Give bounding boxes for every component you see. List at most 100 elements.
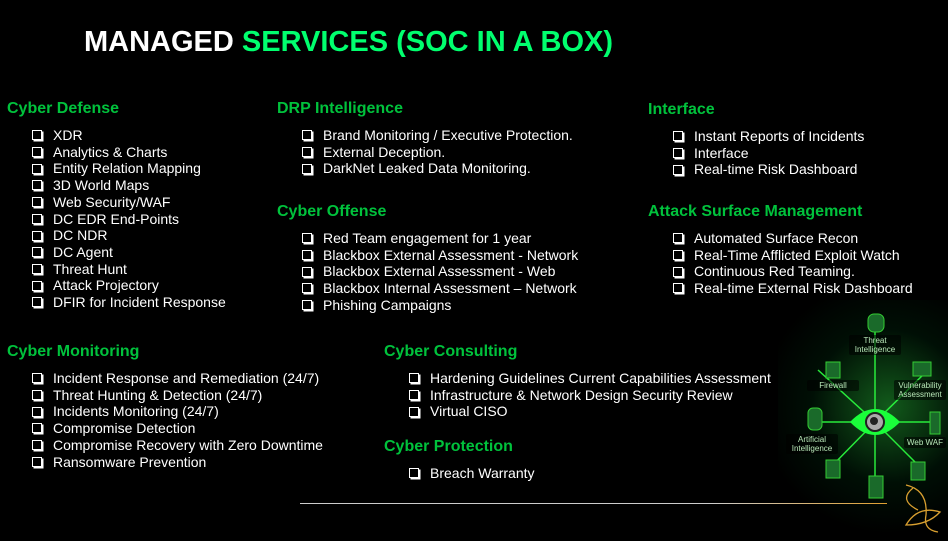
item-label: External Deception. [323,143,446,160]
checkbox-icon [302,163,312,174]
list-item: Instant Reports of Incidents [648,128,864,145]
item-label: Entity Relation Mapping [53,160,201,177]
item-label: Attack Projectory [53,277,159,294]
list-item: Threat Hunting & Detection (24/7) [7,387,323,404]
title-white: MANAGED [84,26,234,58]
item-label: Hardening Guidelines Current Capabilitie… [430,370,771,386]
item-label: Interface [694,144,749,161]
list-item: Incidents Monitoring (24/7) [7,403,323,420]
section-heading: Cyber Defense [7,100,120,117]
item-label: Ransomware Prevention [53,453,207,470]
section-heading: Cyber Monitoring [7,343,140,360]
section-heading: Attack Surface Management [648,203,863,220]
list-item: XDR [7,127,226,144]
item-label: DC NDR [53,227,108,244]
checkbox-icon [32,373,42,384]
logo-icon [904,484,942,533]
item-label: Incidents Monitoring (24/7) [53,403,219,420]
list-item: Hardening Guidelines Current Capabilitie… [384,370,771,387]
list-item: External Deception. [277,144,573,161]
list-item: DFIR for Incident Response [7,294,226,311]
item-label: Infrastructure & Network Design Security… [430,386,733,403]
item-label: Blackbox External Assessment - Network [323,246,579,263]
list-item: Virtual CISO [384,403,771,420]
checkbox-icon [32,390,42,401]
item-label: Web Security/WAF [53,193,171,210]
item-list: Incident Response and Remediation (24/7)… [7,370,323,470]
item-label: XDR [53,127,83,143]
graphic-label: Artificial Intelligence [786,434,838,454]
list-item: Real-Time Afflicted Exploit Watch [648,247,913,264]
list-item: Attack Projectory [7,277,226,294]
list-item: Blackbox External Assessment - Network [277,247,578,264]
list-item: Brand Monitoring / Executive Protection. [277,127,573,144]
checkbox-icon [673,283,683,294]
item-label: Instant Reports of Incidents [694,128,865,144]
item-list: Breach Warranty [384,465,535,482]
list-item: Web Security/WAF [7,194,226,211]
list-item: Blackbox Internal Assessment – Network [277,280,578,297]
item-label: Blackbox External Assessment - Web [323,263,556,280]
list-item: Compromise Detection [7,420,323,437]
item-label: Automated Surface Recon [694,230,859,246]
checkbox-icon [673,250,683,261]
list-item: Phishing Campaigns [277,297,578,314]
checkbox-icon [32,213,42,224]
list-item: 3D World Maps [7,177,226,194]
soc-eye-graphic: Firewall Threat Intelligence Vulnerabili… [778,300,948,536]
list-item: Red Team engagement for 1 year [277,230,578,247]
list-item: Blackbox External Assessment - Web [277,263,578,280]
item-label: Threat Hunting & Detection (24/7) [53,386,263,403]
item-label: Breach Warranty [430,465,535,481]
checkbox-icon [32,147,42,158]
list-item: DC EDR End-Points [7,211,226,228]
list-item: Analytics & Charts [7,144,226,161]
checkbox-icon [32,247,42,258]
checkbox-icon [673,164,683,175]
item-label: Threat Hunt [53,260,127,277]
checkbox-icon [32,130,42,141]
item-label: Real-time External Risk Dashboard [694,280,913,297]
checkbox-icon [302,266,312,277]
checkbox-icon [32,440,42,451]
item-label: Brand Monitoring / Executive Protection. [323,127,573,143]
item-list: Brand Monitoring / Executive Protection.… [277,127,573,177]
item-label: Compromise Detection [53,420,196,437]
checkbox-icon [32,280,42,291]
list-item: DC NDR [7,227,226,244]
graphic-label: Threat Intelligence [849,335,901,355]
list-item: Threat Hunt [7,261,226,278]
checkbox-icon [32,230,42,241]
graphic-label: Firewall [807,380,859,391]
section-heading: Cyber Offense [277,203,387,220]
item-label: Continuous Red Teaming. [694,263,855,280]
item-label: Real-Time Afflicted Exploit Watch [694,246,900,263]
list-item: Compromise Recovery with Zero Downtime [7,437,323,454]
item-label: Analytics & Charts [53,143,168,160]
item-label: Red Team engagement for 1 year [323,230,532,246]
section-heading: Cyber Protection [384,438,513,455]
checkbox-icon [673,233,683,244]
checkbox-icon [32,423,42,434]
item-label: Blackbox Internal Assessment – Network [323,280,577,297]
list-item: Infrastructure & Network Design Security… [384,387,771,404]
checkbox-icon [673,266,683,277]
checkbox-icon [673,131,683,142]
checkbox-icon [673,148,683,159]
checkbox-icon [32,180,42,191]
title-green: SERVICES (SOC IN A BOX) [241,26,614,58]
checkbox-icon [32,197,42,208]
checkbox-icon [409,390,419,401]
list-item: Real-time External Risk Dashboard [648,280,913,297]
list-item: DarkNet Leaked Data Monitoring. [277,160,573,177]
list-item: Automated Surface Recon [648,230,913,247]
